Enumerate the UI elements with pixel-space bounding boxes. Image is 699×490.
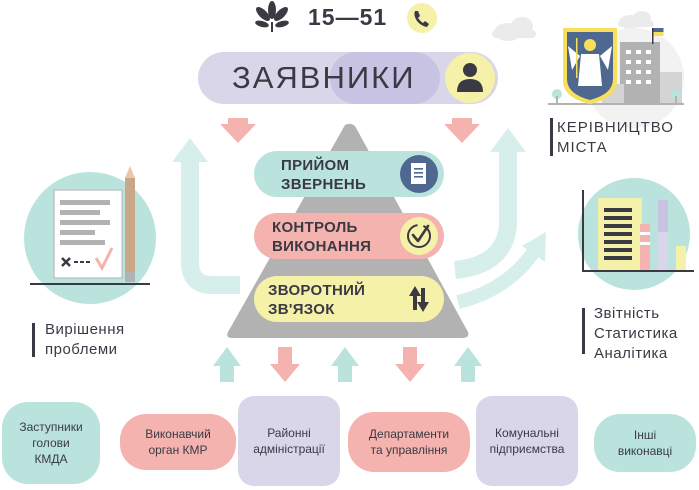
executor-departments: Департаменти та управління xyxy=(368,427,450,457)
up-arrow-icon xyxy=(213,347,241,382)
layer-control-label: КОНТРОЛЬ ВИКОНАННЯ xyxy=(272,219,372,255)
executor-district-administrations: Районні адміністрації xyxy=(253,426,325,456)
executor-box-executive xyxy=(120,414,236,470)
left-return-arc xyxy=(172,138,240,294)
coat-of-arms-icon xyxy=(563,28,617,104)
down-arrow-icon xyxy=(395,347,425,382)
executor-box-departments xyxy=(348,412,470,472)
up-arrow-icon xyxy=(331,347,359,382)
chestnut-leaf-icon xyxy=(255,1,289,32)
executor-communal-enterprises: Комунальні підприємства xyxy=(489,426,565,456)
down-arrow-icon xyxy=(270,347,300,382)
checklist-illustration xyxy=(24,166,156,357)
person-icon xyxy=(457,63,483,92)
cloud-icon xyxy=(492,17,536,41)
down-arrow-icon xyxy=(220,118,256,143)
report-chart-illustration xyxy=(578,178,694,354)
executor-others: Інші виконавці xyxy=(617,428,673,458)
down-arrow-icon xyxy=(444,118,480,143)
problem-solving-label: Вирішення проблеми xyxy=(45,321,125,358)
right-return-arc xyxy=(453,128,546,309)
executor-box-deputies xyxy=(2,402,100,484)
phone-icon[interactable] xyxy=(407,3,437,33)
reports-label: Звітність Статистика Аналітика xyxy=(594,305,678,362)
executor-box-communal xyxy=(476,396,578,486)
executor-box-districts xyxy=(238,396,340,486)
city-leadership-label: КЕРІВНИЦТВО МІСТА xyxy=(557,119,674,156)
hotline-number[interactable]: 15—51 xyxy=(308,4,388,30)
layer-reception-label: ПРИЙОМ ЗВЕРНЕНЬ xyxy=(281,157,367,193)
executor-box-others xyxy=(594,414,696,472)
layer-control-bg xyxy=(254,213,444,259)
divider xyxy=(550,118,553,156)
layer-reception-bg xyxy=(254,151,444,197)
layer-feedback-bg xyxy=(254,276,444,322)
layer-feedback-label: ЗВОРОТНИЙ ЗВ'ЯЗОК xyxy=(268,282,366,318)
executor-executive-body: Виконавчий орган КМР xyxy=(145,427,211,457)
executor-deputies: Заступники голови КМДА xyxy=(19,420,83,466)
up-arrow-icon xyxy=(454,347,482,382)
cloud-icon xyxy=(618,11,654,29)
page-title: ЗАЯВНИКИ xyxy=(232,60,416,95)
